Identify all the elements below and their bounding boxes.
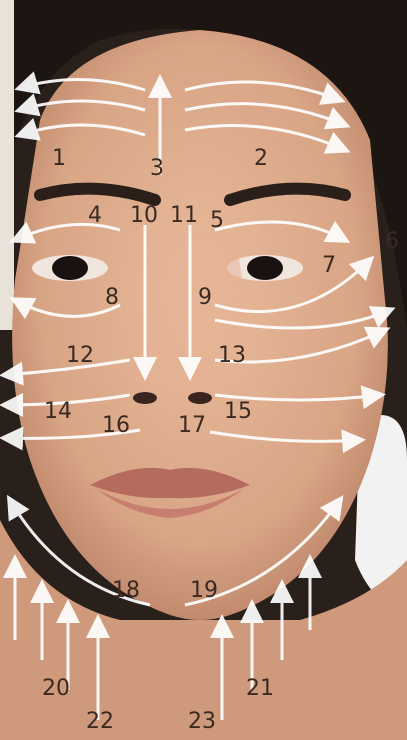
label-7: 7 [322,253,336,278]
label-21: 21 [246,676,274,701]
label-19: 19 [190,578,218,603]
left-white-border [0,0,14,330]
label-20: 20 [42,676,70,701]
label-13: 13 [218,343,246,368]
label-4: 4 [88,203,102,228]
label-2: 2 [254,146,268,171]
right-eye [247,256,283,280]
label-3: 3 [150,156,164,181]
label-1: 1 [52,146,66,171]
label-10: 10 [130,203,158,228]
label-12: 12 [66,343,94,368]
label-22: 22 [86,709,114,734]
label-6: 6 [385,229,399,254]
label-23: 23 [188,709,216,734]
label-14: 14 [44,399,72,424]
label-18: 18 [112,578,140,603]
label-11: 11 [170,203,198,228]
label-8: 8 [105,285,119,310]
label-9: 9 [198,285,212,310]
label-17: 17 [178,413,206,438]
label-5: 5 [210,208,224,233]
nose [138,230,255,399]
left-eye [52,256,88,280]
left-nostril [133,392,157,404]
label-16: 16 [102,413,130,438]
label-15: 15 [224,399,252,424]
right-nostril [188,392,212,404]
